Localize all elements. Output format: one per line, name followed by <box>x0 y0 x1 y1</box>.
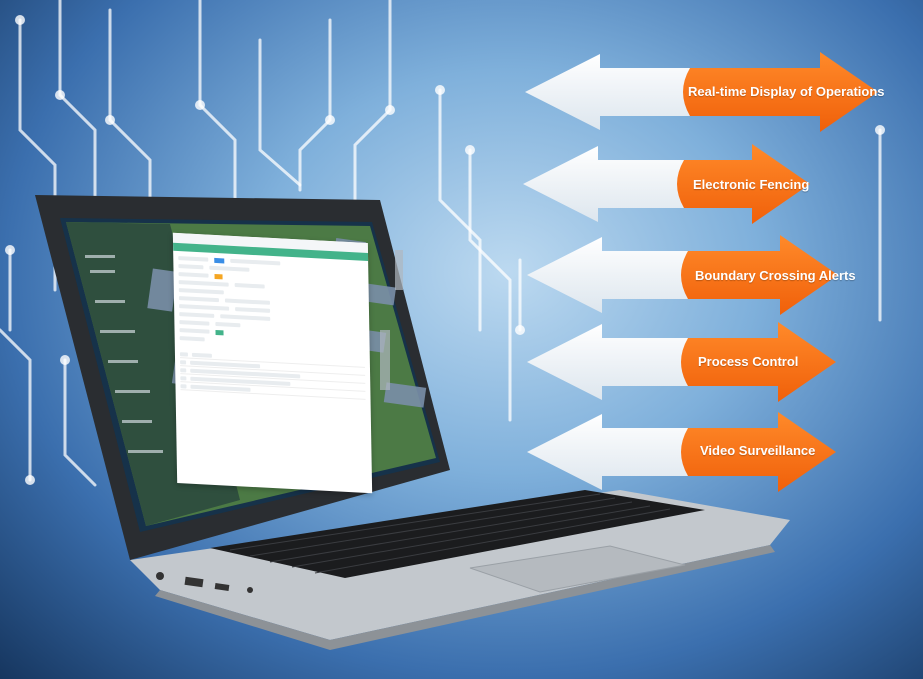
arrow-banner-4 <box>527 322 836 402</box>
arrow-banner-1 <box>525 52 878 132</box>
feature-label-process: Process Control <box>698 354 799 369</box>
arrow-banner-2 <box>523 144 810 224</box>
feature-label-video: Video Surveillance <box>700 443 816 458</box>
touchpad <box>469 545 686 593</box>
feature-label-boundary: Boundary Crossing Alerts <box>695 268 856 283</box>
feature-label-fencing: Electronic Fencing <box>693 177 810 192</box>
laptop-base <box>130 490 790 640</box>
arrow-banner-5 <box>527 412 836 492</box>
feature-label-realtime: Real-time Display of Operations <box>688 84 885 99</box>
keyboard <box>210 490 705 578</box>
arrow-banner-3 <box>527 235 838 315</box>
